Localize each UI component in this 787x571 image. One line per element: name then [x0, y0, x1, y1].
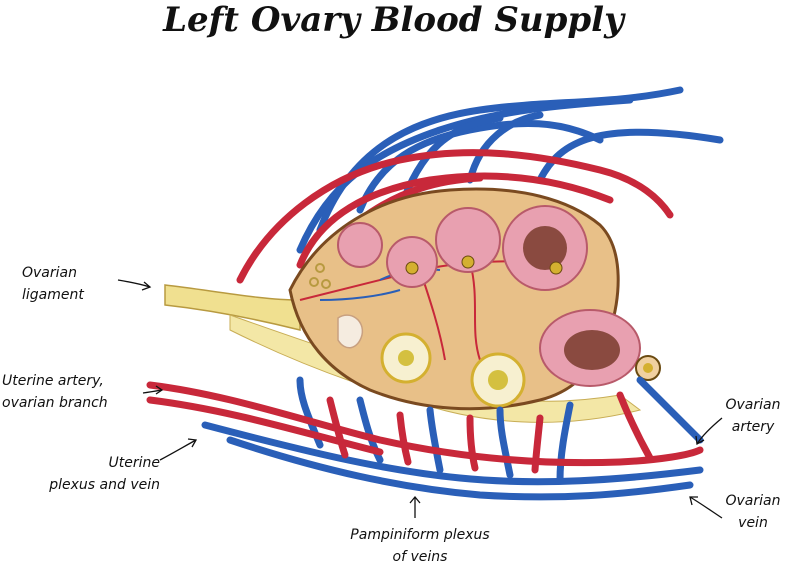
label-uterine-artery-line2: ovarian branch [2, 395, 108, 411]
follicle-medium [435, 207, 501, 273]
label-uterine-plexus-line2: plexus and vein [49, 477, 160, 493]
arrow-ovarian-ligament [117, 279, 151, 288]
lower-vein-network [201, 376, 704, 501]
ovarian-ligament-shape [164, 284, 301, 331]
label-ovarian-artery-line1: Ovarian [725, 397, 781, 413]
follicles [309, 205, 661, 408]
label-uterine-plexus: Uterine plexus and vein [30, 452, 160, 496]
arrow-ovarian-vein [689, 496, 723, 519]
label-ovarian-ligament-line1: Ovarian [22, 265, 77, 281]
follicle-small-1 [337, 222, 383, 268]
label-ovarian-vein: Ovarian vein [724, 490, 782, 534]
lower-artery-network [146, 381, 704, 474]
label-pampiniform-line1: Pampiniform plexus [350, 527, 490, 543]
label-ovarian-ligament-line2: ligament [22, 287, 84, 303]
label-uterine-artery: Uterine artery, ovarian branch [2, 370, 108, 414]
arrow-uterine-plexus [159, 439, 197, 461]
label-pampiniform-line2: of veins [392, 549, 448, 565]
label-ovarian-vein-line2: vein [738, 515, 768, 531]
arrow-ovarian-artery [696, 417, 723, 445]
label-pampiniform: Pampiniform plexus of veins [345, 524, 495, 568]
label-ovarian-vein-line1: Ovarian [725, 493, 781, 509]
diagram-title: Left Ovary Blood Supply [163, 0, 624, 40]
label-ovarian-artery: Ovarian artery [724, 394, 782, 438]
label-ovarian-ligament: Ovarian ligament [22, 262, 84, 306]
label-uterine-artery-line1: Uterine artery, [2, 373, 104, 389]
label-arrows [117, 279, 723, 519]
label-uterine-plexus-line1: Uterine [108, 455, 160, 471]
corpus-albicans [337, 314, 364, 349]
label-ovarian-artery-line2: artery [731, 419, 775, 435]
